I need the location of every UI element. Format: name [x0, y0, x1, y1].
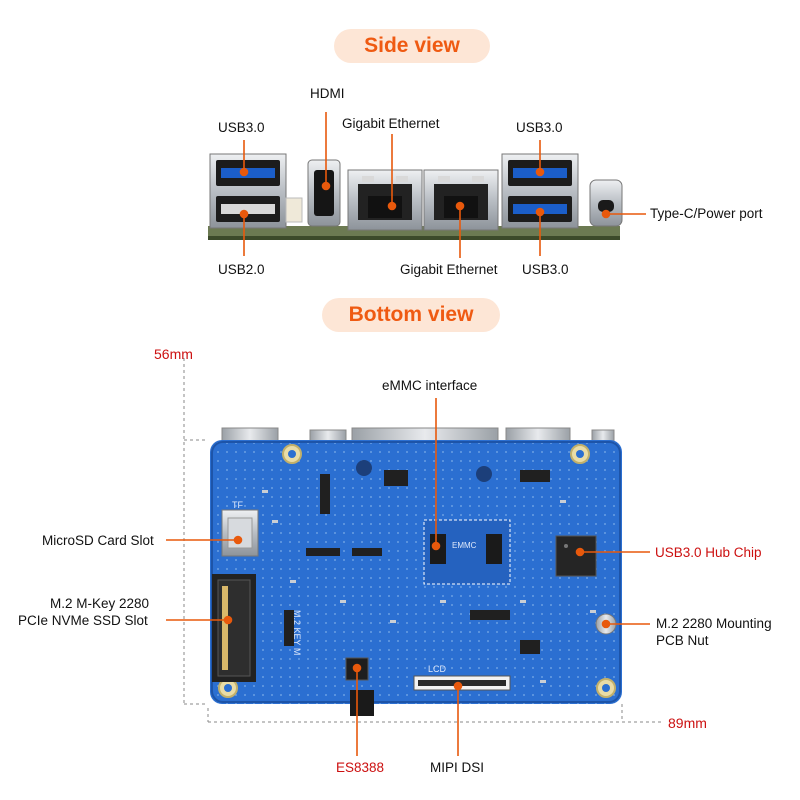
label-usb-hub-chip: USB3.0 Hub Chip [655, 545, 762, 560]
label-mipi-dsi: MIPI DSI [430, 760, 485, 775]
label-nut-line2: PCB Nut [656, 633, 709, 648]
label-m2-line2: PCIe NVMe SSD Slot [18, 613, 148, 628]
label-gigabit-bottom: Gigabit Ethernet [400, 262, 498, 277]
bottom-callouts [166, 398, 650, 756]
dimension-lines [183, 358, 662, 723]
bottom-view-board [210, 427, 622, 716]
usb-port-stack-left [209, 153, 287, 229]
ethernet-port-1 [347, 169, 423, 231]
label-hdmi: HDMI [310, 86, 345, 101]
label-gigabit-top: Gigabit Ethernet [342, 116, 440, 131]
height-dimension: 56mm [154, 346, 193, 362]
typec-port [589, 179, 623, 227]
side-view-title: Side view [334, 29, 490, 63]
bottom-view-title: Bottom view [322, 298, 500, 332]
side-view-board [208, 112, 646, 258]
label-emmc: eMMC interface [382, 378, 478, 393]
silk-emmc: EMMC [452, 541, 477, 550]
silk-tf: TF [232, 500, 243, 510]
label-m2-line1: M.2 M-Key 2280 [50, 596, 150, 611]
label-microsd: MicroSD Card Slot [42, 533, 154, 548]
label-usb20: USB2.0 [218, 262, 265, 277]
label-nut-line1: M.2 2280 Mounting [656, 616, 772, 631]
label-es8388: ES8388 [336, 760, 385, 775]
silk-m2: M.2 KEY M [292, 610, 302, 655]
hdmi-port [307, 159, 341, 227]
label-usb30-top-right: USB3.0 [516, 120, 563, 135]
width-dimension: 89mm [668, 715, 707, 731]
label-typec: Type-C/Power port [650, 206, 763, 221]
label-usb30-top-left: USB3.0 [218, 120, 265, 135]
ethernet-port-2 [423, 169, 499, 231]
label-usb30-bottom-right: USB3.0 [522, 262, 569, 277]
silk-lcd: LCD [428, 664, 447, 674]
